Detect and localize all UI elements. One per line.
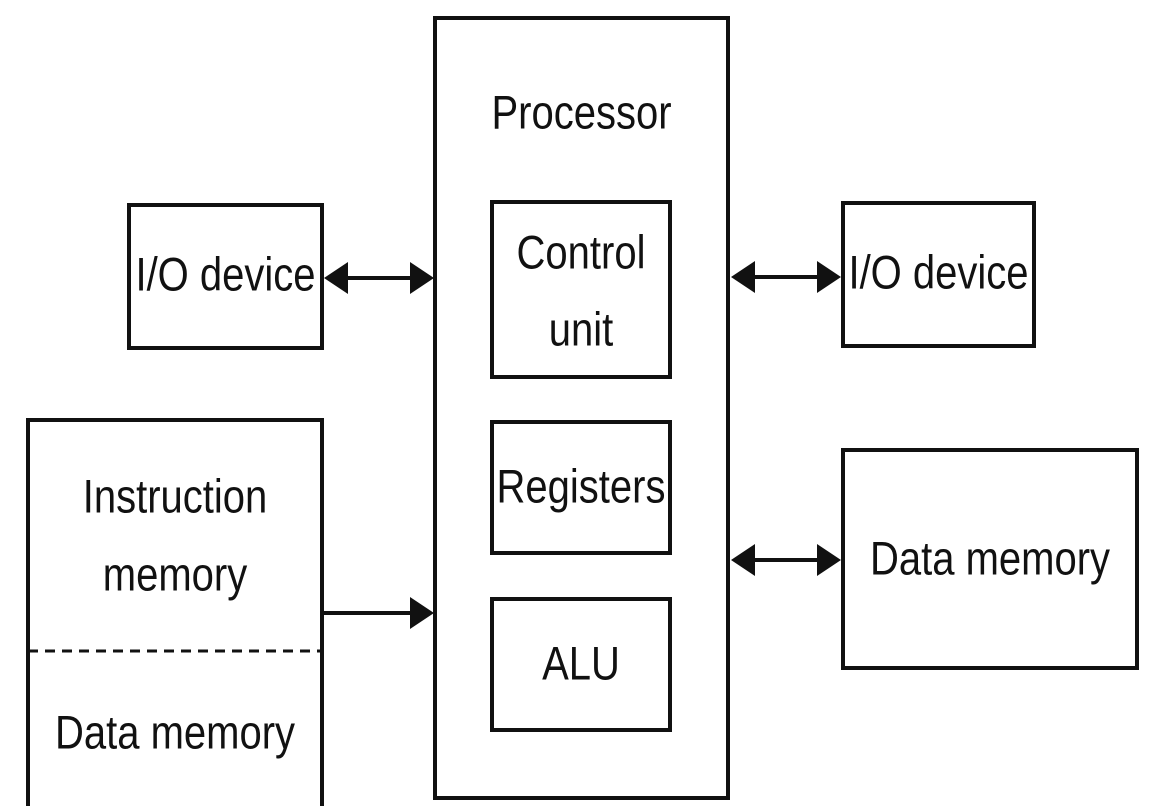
instruction-memory-label-line1: Instruction [82, 471, 268, 523]
alu-label: ALU [542, 638, 620, 690]
instruction-memory-arrowhead [410, 597, 434, 629]
control-unit-label-line2: unit [548, 304, 614, 356]
right-data-memory-box [841, 448, 1139, 670]
left-io-device-label: I/O device [135, 249, 316, 301]
instruction-data-memory-box [26, 418, 324, 806]
right-io-arrowhead-left [731, 261, 755, 293]
left-io-arrowhead-right [410, 262, 434, 294]
left-io-arrowhead-left [324, 262, 348, 294]
data-memory-arrowhead-right [817, 544, 841, 576]
data-memory-arrowhead-left [731, 544, 755, 576]
right-io-device-box [841, 201, 1036, 348]
control-unit-box [490, 200, 672, 379]
left-io-device-box [127, 203, 324, 350]
right-io-device-label: I/O device [848, 247, 1029, 299]
right-io-arrowhead-right [817, 261, 841, 293]
right-data-memory-label: Data memory [869, 533, 1111, 585]
instruction-memory-label-line2: memory [102, 549, 248, 601]
left-data-memory-label: Data memory [54, 707, 296, 759]
processor-title: Processor [491, 87, 672, 139]
registers-box [490, 420, 672, 555]
registers-label: Registers [496, 461, 666, 513]
alu-box [490, 597, 672, 732]
control-unit-label-line1: Control [516, 227, 646, 279]
